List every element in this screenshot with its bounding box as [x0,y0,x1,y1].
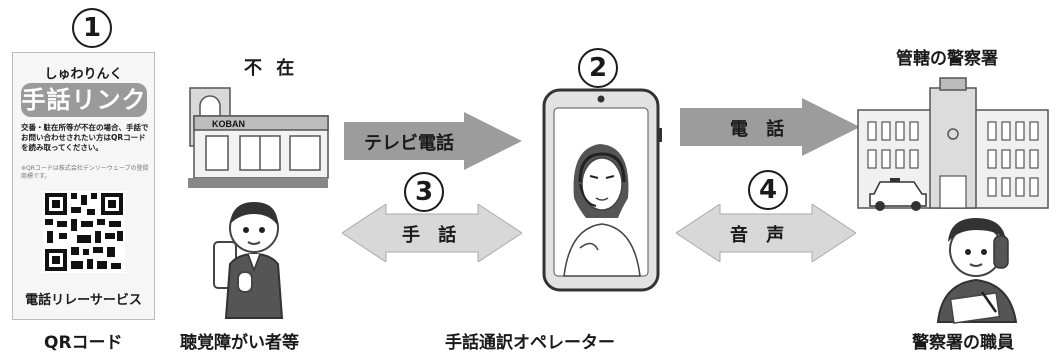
videophone-label: テレビ電話 [364,133,454,154]
operator-caption: 手話通訳オペレーター [445,333,615,353]
flyer-instruction: 交番・駐在所等が不在の場合、手話でお問い合わせされたい方はQRコードを読み取って… [21,123,149,152]
absent-label: 不 在 [244,58,299,79]
voice-double-arrow [676,204,856,262]
videophone-arrow [344,112,522,170]
flyer-note: ※QRコードは株式会社デンソーウェーブの登録商標です。 [21,165,149,180]
hearing-impaired-caption: 聴覚障がい者等 [180,333,299,353]
step-4-number: 4 [758,175,778,205]
koban-sign: KOBAN [212,119,245,129]
qr-code-icon[interactable] [43,191,125,273]
sign-language-double-arrow [342,204,522,262]
koban-building-icon: KOBAN [188,87,329,188]
step-4-badge: 4 [748,170,788,210]
police-officer-icon [936,218,1018,324]
sign-language-label: 手 話 [402,225,463,246]
flyer-title-logo: 手話リンク [21,83,147,117]
step-1-number: 1 [82,13,102,43]
step-3-number: 3 [414,177,434,207]
step-2-number: 2 [588,53,608,83]
hearing-impaired-person-icon [213,202,284,319]
step-2-badge: 2 [578,48,618,88]
step-1-badge: 1 [72,8,112,48]
phone-arrow [680,98,860,156]
qr-code-caption: QRコード [44,333,123,353]
police-staff-caption: 警察署の職員 [912,333,1014,353]
police-station-caption: 管轄の警察署 [896,49,998,69]
qr-flyer: しゅわりんく 手話リンク 交番・駐在所等が不在の場合、手話でお問い合わせされたい… [12,52,155,320]
step-3-badge: 3 [404,172,444,212]
flyer-title-hiragana: しゅわりんく [44,67,123,82]
voice-label: 音 声 [730,225,791,246]
smartphone-operator-icon [542,88,662,292]
phone-label: 電 話 [730,119,791,140]
police-station-building-icon [857,77,1049,211]
relay-service-mark: 電話リレーサービス [25,293,142,308]
